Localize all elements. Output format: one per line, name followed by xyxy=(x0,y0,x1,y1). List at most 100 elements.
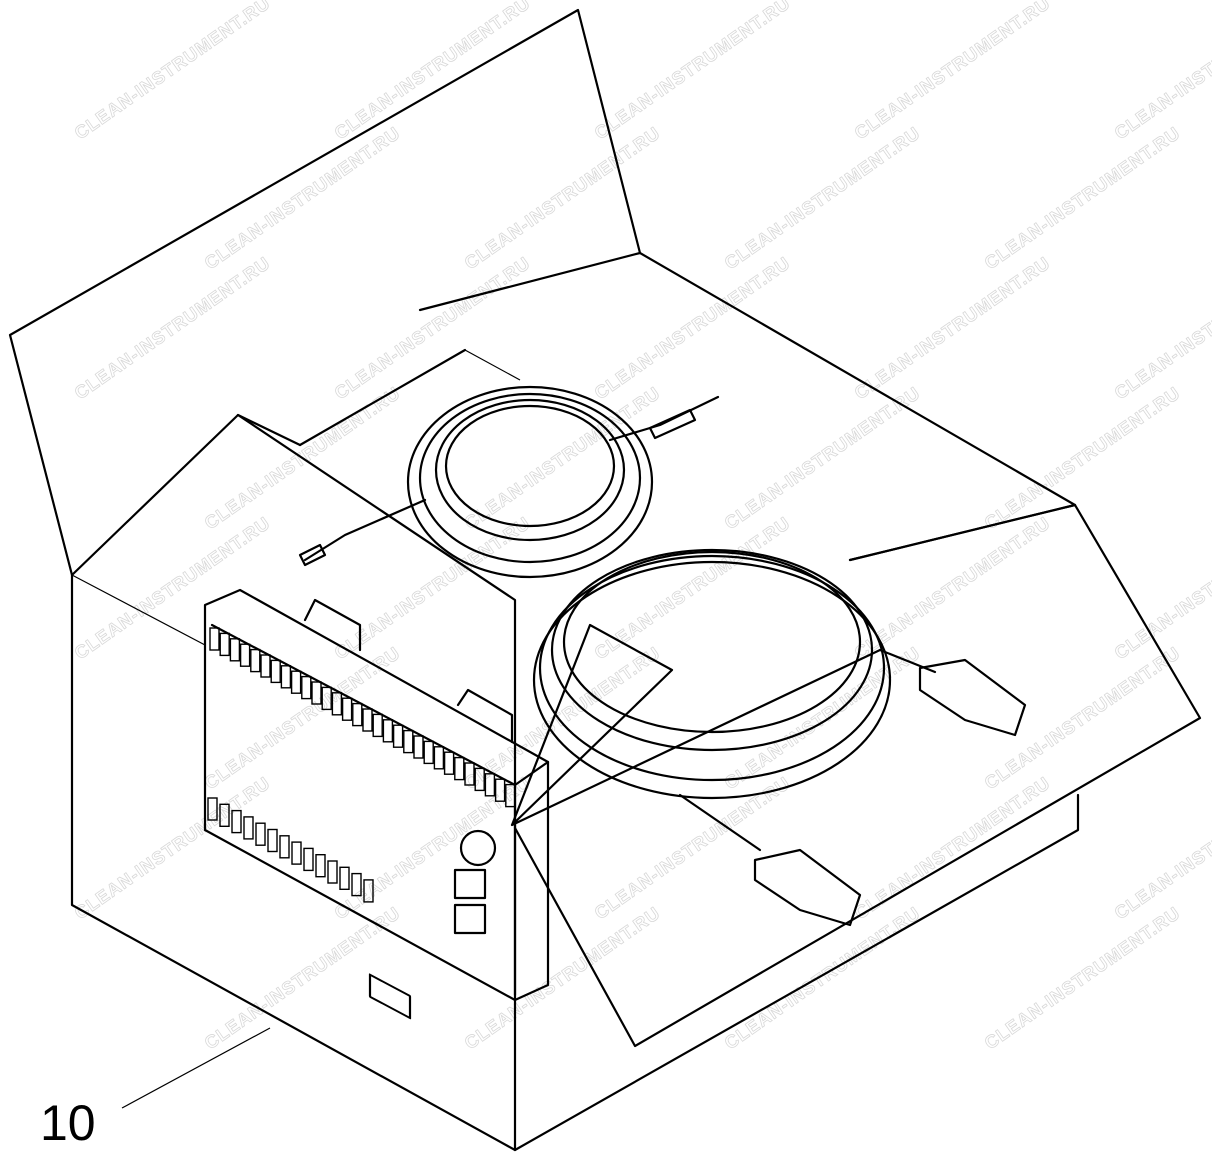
board-rj45-port-1 xyxy=(453,868,487,900)
coil-lead-left xyxy=(303,498,427,562)
board-rj45-port-2 xyxy=(453,903,487,935)
watermark-text: CLEAN-INSTRUMENT.RU xyxy=(1111,253,1212,404)
watermark-text: CLEAN-INSTRUMENT.RU xyxy=(71,773,274,924)
rj45-plug-right xyxy=(918,658,1027,737)
terminal-block xyxy=(327,860,338,884)
net-cable-lead-right xyxy=(878,648,937,674)
board-component-round xyxy=(459,829,497,867)
detail-leader xyxy=(510,623,882,827)
sensor-cable-coil xyxy=(298,385,720,579)
watermark-text: CLEAN-INSTRUMENT.RU xyxy=(851,253,1054,404)
terminal-block xyxy=(382,719,394,743)
watermark-text: CLEAN-INSTRUMENT.RU xyxy=(981,643,1184,794)
terminal-block xyxy=(315,854,326,878)
terminal-block xyxy=(443,751,455,775)
rj45-plug-bottom xyxy=(753,848,862,927)
watermark-text: CLEAN-INSTRUMENT.RU xyxy=(591,0,794,143)
watermark-text: CLEAN-INSTRUMENT.RU xyxy=(461,903,664,1054)
terminal-block xyxy=(231,809,242,834)
cable-ferrule-right xyxy=(648,408,697,440)
net-coil-3 xyxy=(550,548,874,752)
board-mount-tab-right xyxy=(456,688,514,744)
watermark-text: CLEAN-INSTRUMENT.RU xyxy=(1111,0,1212,143)
terminal-block xyxy=(363,879,374,903)
terminal-block xyxy=(255,822,266,846)
terminal-block xyxy=(352,702,363,727)
terminal-block xyxy=(341,697,353,721)
terminal-block xyxy=(291,841,302,865)
terminal-block xyxy=(207,797,218,821)
watermark-text: CLEAN-INSTRUMENT.RU xyxy=(721,123,924,274)
watermark-text: CLEAN-INSTRUMENT.RU xyxy=(721,383,924,534)
terminal-block xyxy=(267,828,278,853)
net-cable-lead-bottom xyxy=(678,793,762,852)
watermark-text: CLEAN-INSTRUMENT.RU xyxy=(331,0,534,143)
watermark-text: CLEAN-INSTRUMENT.RU xyxy=(721,643,924,794)
terminal-block xyxy=(331,692,343,716)
terminal-block xyxy=(311,681,322,705)
box-right-flap xyxy=(513,503,1202,1048)
watermark-text: CLEAN-INSTRUMENT.RU xyxy=(981,903,1184,1054)
terminal-block xyxy=(423,740,434,765)
terminal-block xyxy=(484,773,496,797)
board-frame xyxy=(203,588,550,1002)
terminal-row-top xyxy=(209,627,516,808)
terminal-block xyxy=(372,713,383,738)
terminal-block xyxy=(260,654,271,678)
terminal-block xyxy=(494,778,506,802)
cable-ferrule-left xyxy=(298,543,327,567)
terminal-block xyxy=(243,816,254,840)
detail-lines xyxy=(510,623,882,827)
watermark-text: CLEAN-INSTRUMENT.RU xyxy=(591,513,794,664)
terminal-block xyxy=(229,638,241,662)
terminal-block xyxy=(413,735,424,759)
terminal-block xyxy=(454,756,465,781)
terminal-block xyxy=(351,872,362,897)
watermark-text: CLEAN-INSTRUMENT.RU xyxy=(591,253,794,404)
box-inner-lines xyxy=(71,349,521,646)
watermark-text: CLEAN-INSTRUMENT.RU xyxy=(851,0,1054,143)
shipping-box xyxy=(8,8,1202,1152)
terminal-block xyxy=(219,803,230,827)
coil-inner xyxy=(434,398,626,542)
terminal-block xyxy=(339,866,350,890)
callout-number-10: 10 xyxy=(40,1095,96,1151)
box-top-edge xyxy=(236,413,302,447)
watermark-text: CLEAN-INSTRUMENT.RU xyxy=(331,513,534,664)
net-coil-2 xyxy=(538,554,886,782)
box-back-fold xyxy=(298,348,467,447)
terminal-block xyxy=(362,708,373,732)
net-coil-inner xyxy=(562,550,862,734)
watermark-text: CLEAN-INSTRUMENT.RU xyxy=(71,253,274,404)
terminal-block xyxy=(303,847,314,872)
watermark-text: CLEAN-INSTRUMENT.RU xyxy=(201,123,404,274)
network-cable-coil xyxy=(532,548,1027,927)
terminal-block xyxy=(321,686,332,711)
terminal-block xyxy=(280,665,292,689)
watermark-text: CLEAN-INSTRUMENT.RU xyxy=(981,383,1184,534)
watermark-text: CLEAN-INSTRUMENT.RU xyxy=(71,0,274,143)
control-board xyxy=(203,588,550,1020)
terminal-block xyxy=(250,648,261,673)
coil-mid xyxy=(418,392,642,564)
watermark-text: CLEAN-INSTRUMENT.RU xyxy=(201,903,404,1054)
terminal-block xyxy=(290,670,302,694)
net-coil-outer xyxy=(532,560,892,800)
terminal-block xyxy=(392,724,404,748)
terminal-block xyxy=(403,729,414,754)
terminal-block xyxy=(219,632,230,657)
coil-lead-right xyxy=(608,395,720,442)
terminal-block xyxy=(239,643,251,667)
board-mount-tab-left xyxy=(303,598,362,652)
box-left-flap xyxy=(8,8,642,577)
terminal-block xyxy=(270,659,281,684)
coil-core xyxy=(444,404,616,528)
terminal-block xyxy=(209,627,220,651)
terminal-row-bottom xyxy=(207,797,374,903)
watermark-text: CLEAN-INSTRUMENT.RU xyxy=(591,773,794,924)
watermark-text: CLEAN-INSTRUMENT.RU xyxy=(1111,513,1212,664)
watermark-text: CLEAN-INSTRUMENT.RU xyxy=(1111,773,1212,924)
terminal-block xyxy=(279,835,290,859)
